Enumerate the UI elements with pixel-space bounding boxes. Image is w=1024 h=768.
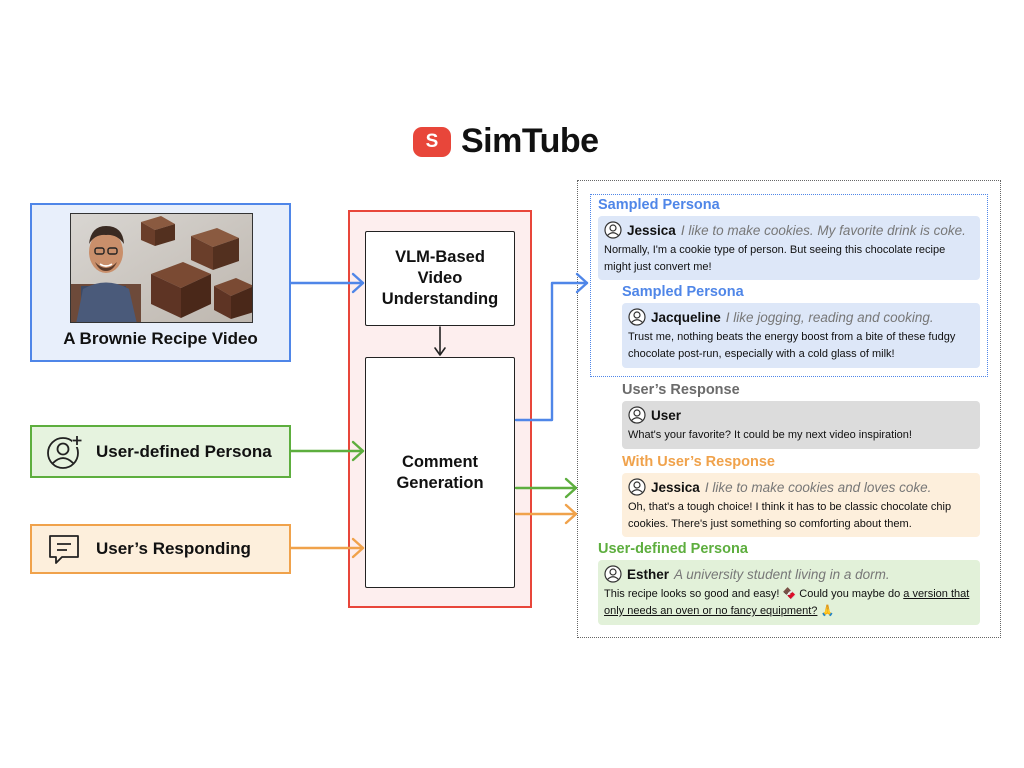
user-response-title: User’s Response	[622, 382, 740, 398]
comment-text: This recipe looks so good and easy! 🍫 Co…	[604, 586, 974, 620]
output-panel	[577, 180, 1001, 638]
user-defined-persona-title: User-defined Persona	[598, 541, 748, 557]
comment-card-jessica: Jessica I like to make cookies. My favor…	[598, 216, 980, 280]
chat-message-icon	[49, 535, 79, 564]
user-avatar-icon	[628, 406, 646, 424]
add-user-icon	[47, 434, 82, 469]
user-avatar-icon	[604, 221, 622, 239]
comment-text-underlined: a version that only needs an oven or no …	[604, 588, 970, 617]
commenter-name: Jessica	[627, 222, 676, 238]
sampled-persona-group	[590, 194, 988, 377]
user-responding-box: User’s Responding	[30, 524, 291, 574]
commenter-name: Jacqueline	[651, 309, 721, 325]
comment-generation-box: Comment Generation	[365, 357, 515, 588]
with-user-response-title: With User’s Response	[622, 454, 775, 470]
comment-text: What's your favorite? It could be my nex…	[628, 429, 912, 441]
comment-card-jacqueline: Jacqueline I like jogging, reading and c…	[622, 303, 980, 368]
vlm-understanding-label: VLM-Based Video Understanding	[381, 248, 499, 308]
persona-description: I like to make cookies and loves coke.	[704, 479, 932, 495]
arrow-generation-to-sampled	[514, 281, 589, 422]
user-avatar-icon	[628, 478, 646, 496]
comment-card-user: User What's your favorite? It could be m…	[622, 401, 980, 449]
commenter-name: User	[651, 407, 682, 423]
user-persona-box: User-defined Persona	[30, 425, 291, 478]
video-thumbnail	[70, 213, 253, 323]
simtube-badge-icon: S	[413, 126, 451, 157]
user-responding-label: User’s Responding	[96, 539, 251, 558]
simtube-logo: S SimTube	[413, 122, 599, 161]
comment-text: Trust me, nothing beats the energy boost…	[628, 331, 956, 360]
comment-text: Normally, I'm a cookie type of person. B…	[604, 244, 946, 273]
brownie-video-image	[71, 214, 252, 322]
commenter-name: Esther	[627, 566, 670, 582]
comment-generation-label: Comment Generation	[396, 452, 484, 492]
persona-description: A university student living in a dorm.	[674, 566, 890, 582]
comment-text: Oh, that's a tough choice! I think it ha…	[628, 501, 952, 530]
user-persona-label: User-defined Persona	[96, 441, 272, 461]
sampled-persona-title-2: Sampled Persona	[622, 284, 744, 300]
commenter-name: Jessica	[651, 479, 700, 495]
user-avatar-icon	[628, 308, 646, 326]
vlm-understanding-box: VLM-Based Video Understanding	[365, 231, 515, 326]
persona-description: I like jogging, reading and cooking.	[725, 309, 934, 325]
comment-text-start: This recipe looks so good and easy! 🍫 Co…	[604, 588, 904, 600]
sampled-persona-title: Sampled Persona	[598, 197, 720, 213]
video-input-label: A Brownie Recipe Video	[63, 329, 258, 348]
comment-text-end: 🙏	[817, 605, 835, 617]
user-avatar-icon	[604, 565, 622, 583]
comment-card-esther: Esther A university student living in a …	[598, 560, 980, 625]
logo-title: SimTube	[461, 122, 599, 160]
comment-card-jessica-reply: Jessica I like to make cookies and loves…	[622, 473, 980, 537]
persona-description: I like to make cookies. My favorite drin…	[680, 222, 966, 238]
